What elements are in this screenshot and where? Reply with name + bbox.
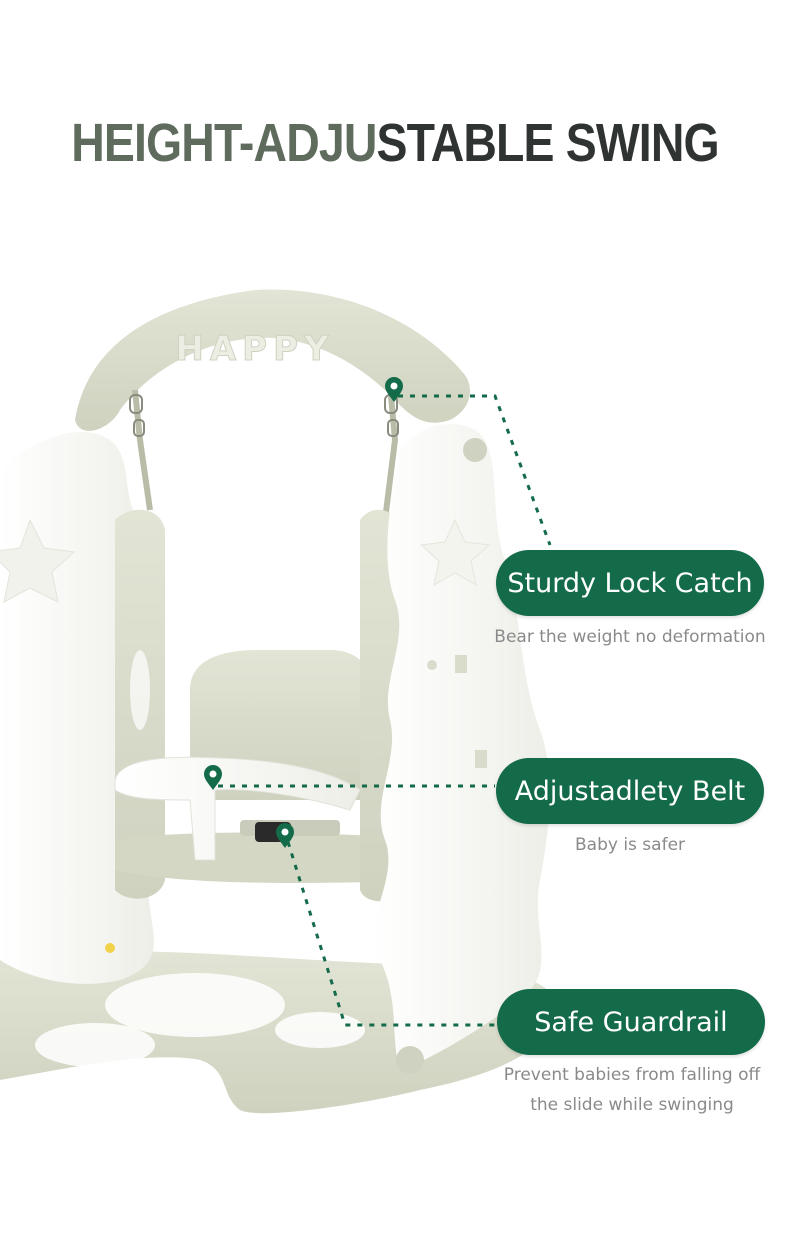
feature-badge-belt: Adjustadlety Belt bbox=[496, 758, 764, 824]
location-pin-icon bbox=[204, 765, 222, 790]
title-part-dark: STABLE SWING bbox=[376, 113, 720, 173]
yellow-dot-decoration bbox=[105, 943, 115, 953]
swing-arch: HAPPY bbox=[75, 289, 470, 431]
location-pin-icon bbox=[276, 823, 294, 848]
right-side-panel bbox=[374, 423, 550, 1074]
swing-seat bbox=[114, 650, 440, 883]
caption-line: Prevent babies from falling off bbox=[503, 1065, 761, 1085]
left-frame bbox=[115, 509, 165, 899]
feature-caption-lock-catch: Bear the weight no deformation bbox=[480, 622, 780, 652]
title-part-light: HEIGHT-ADJU bbox=[71, 113, 377, 173]
feature-badge-guardrail: Safe Guardrail bbox=[497, 989, 765, 1055]
arch-embossed-text: HAPPY bbox=[175, 329, 334, 369]
location-pin-icon bbox=[385, 377, 403, 402]
leader-lines bbox=[218, 394, 552, 1027]
caption-line: Bear the weight no deformation bbox=[494, 627, 766, 647]
feature-caption-guardrail: Prevent babies from falling off the slid… bbox=[482, 1060, 782, 1120]
page-title: HEIGHT-ADJUSTABLE SWING bbox=[55, 112, 734, 174]
feature-badge-lock-catch: Sturdy Lock Catch bbox=[496, 550, 764, 616]
caption-line: the slide while swinging bbox=[530, 1095, 734, 1115]
caption-line: Baby is safer bbox=[574, 835, 686, 855]
swing-straps bbox=[132, 384, 399, 521]
feature-caption-belt: Baby is safer bbox=[480, 830, 780, 860]
